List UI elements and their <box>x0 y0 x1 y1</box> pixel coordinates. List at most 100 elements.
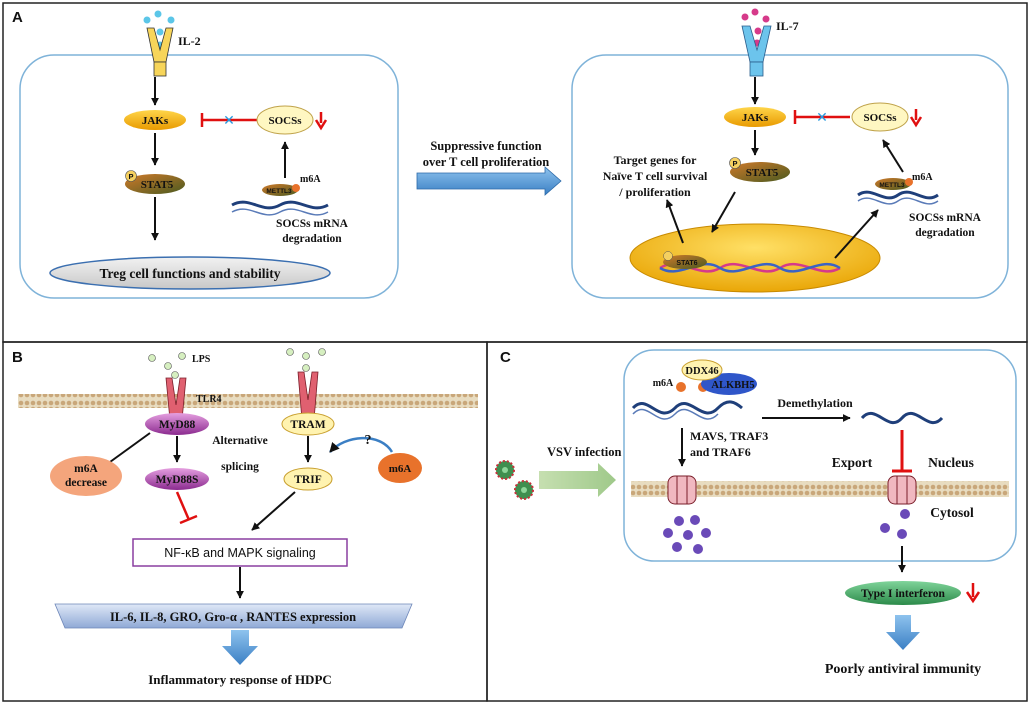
jaks-right <box>724 107 786 127</box>
p-label: P <box>128 172 133 181</box>
jaks-right-label: JAKs <box>742 112 769 124</box>
target-3: / proliferation <box>618 185 691 199</box>
m6a-decrease-2: decrease <box>65 477 107 489</box>
down-arrow-icon <box>314 112 328 131</box>
phospho-icon <box>125 170 137 182</box>
cytosol-label: Cytosol <box>930 505 974 520</box>
alt-splicing-2: splicing <box>221 461 259 473</box>
mettl3-right-label: METTL3 <box>879 182 905 189</box>
socs-mrna-left-1: SOCSs mRNA <box>276 218 349 230</box>
alt-splicing-1: Alternative <box>212 435 268 447</box>
jaks-left-label: JAKs <box>142 115 169 127</box>
block-x-icon-right: ✕ <box>816 109 828 125</box>
down-arrow-icon-right <box>909 109 923 128</box>
mrna-particles-right <box>880 509 910 539</box>
suppressive-arrow <box>416 166 562 196</box>
lps-icon <box>148 348 326 379</box>
mavs-2: and TRAF6 <box>690 445 751 459</box>
jaks-left <box>124 110 186 130</box>
type1-label: Type I interferon <box>861 588 946 600</box>
inflammatory-label: Inflammatory response of HDPC <box>148 672 332 687</box>
stat5-right <box>730 162 790 182</box>
myd88-label: MyD88 <box>159 419 196 431</box>
m6a-decrease-1: m6A <box>74 463 98 475</box>
expression-bar <box>54 603 413 629</box>
myd88s <box>145 468 209 490</box>
nucleus-label: Nucleus <box>928 455 974 470</box>
il2-receptor <box>143 10 175 77</box>
stat6-label: STAT6 <box>676 260 697 267</box>
lps-label: LPS <box>192 354 211 365</box>
p-label-right: P <box>732 159 737 168</box>
membrane-b <box>18 394 478 408</box>
m6a-b-label: m6A <box>389 463 412 475</box>
m6a-c-label: m6A <box>653 378 674 389</box>
il7-label: IL-7 <box>776 19 799 33</box>
alkbh5-label: ALKBH5 <box>711 380 754 391</box>
socss-left-label: SOCSs <box>268 115 302 127</box>
socs-mrna-right-1: SOCSs mRNA <box>909 212 982 224</box>
down-arrow-c <box>886 615 920 650</box>
treg-label: Treg cell functions and stability <box>99 266 280 281</box>
type1-ifn <box>845 581 961 605</box>
mettl3-right <box>875 178 911 190</box>
stat5-left-label: STAT5 <box>141 179 174 191</box>
stat5-right-label: STAT5 <box>746 167 779 179</box>
mettl3-left <box>262 184 298 196</box>
nucleus-right <box>629 223 881 293</box>
suppressive-2: over T cell proliferation <box>423 155 550 169</box>
question-mark: ? <box>365 433 372 448</box>
target-1: Target genes for <box>614 153 698 167</box>
m6a-left: m6A <box>300 174 321 185</box>
mrna-right <box>857 190 939 200</box>
trif-label: TRIF <box>294 474 321 486</box>
myd88s-label: MyD88S <box>156 474 199 486</box>
mrna-left <box>231 200 329 210</box>
panel-a-letter: A <box>12 9 23 26</box>
rna-c <box>631 400 743 415</box>
cell-c <box>623 349 1017 562</box>
phospho-icon-right <box>729 157 741 169</box>
expression-label: IL-6, IL-8, GRO, Gro-α , RANTES expressi… <box>110 610 356 624</box>
nfkb-box <box>132 538 348 567</box>
suppressive-1: Suppressive function <box>430 139 541 153</box>
mrna-particles-left <box>663 515 711 554</box>
tlr4-label: TLR4 <box>196 394 222 405</box>
ddx46 <box>681 359 723 381</box>
panel-c-letter: C <box>500 349 511 366</box>
poorly-label: Poorly antiviral immunity <box>825 662 981 677</box>
down-arrow-b <box>222 630 258 665</box>
tram <box>281 412 335 436</box>
treg-ellipse <box>49 256 331 290</box>
m6a-b <box>378 453 422 483</box>
m6a-right: m6A <box>912 172 933 183</box>
pore-left <box>667 475 697 505</box>
target-2: Naïve T cell survival <box>603 169 708 183</box>
il2-label: IL-2 <box>178 34 201 48</box>
stat6 <box>663 255 707 269</box>
mavs-1: MAVS, TRAF3 <box>690 429 768 443</box>
myd88 <box>145 413 209 435</box>
alkbh5 <box>701 373 757 395</box>
ddx46-label: DDX46 <box>685 366 718 377</box>
block-x-icon: ✕ <box>223 112 235 128</box>
il7-receptor <box>741 8 772 77</box>
panel-b-letter: B <box>12 349 23 366</box>
panel-c-frame <box>486 341 1028 702</box>
virus-icon <box>495 460 534 500</box>
trif <box>283 467 333 491</box>
vsv-arrow <box>539 463 616 497</box>
mettl3-left-label: METTL3 <box>266 188 292 195</box>
rna-demethylated <box>860 411 944 425</box>
pore-right <box>887 475 917 505</box>
tram-label: TRAM <box>290 419 325 431</box>
m6a-decrease <box>50 456 122 496</box>
export-label: Export <box>832 455 873 470</box>
down-arrow-icon-c <box>965 583 981 604</box>
demethylation-label: Demethylation <box>777 396 853 410</box>
socss-right-label: SOCSs <box>863 112 897 124</box>
socss-right <box>851 102 909 132</box>
stat5-left <box>125 174 185 194</box>
